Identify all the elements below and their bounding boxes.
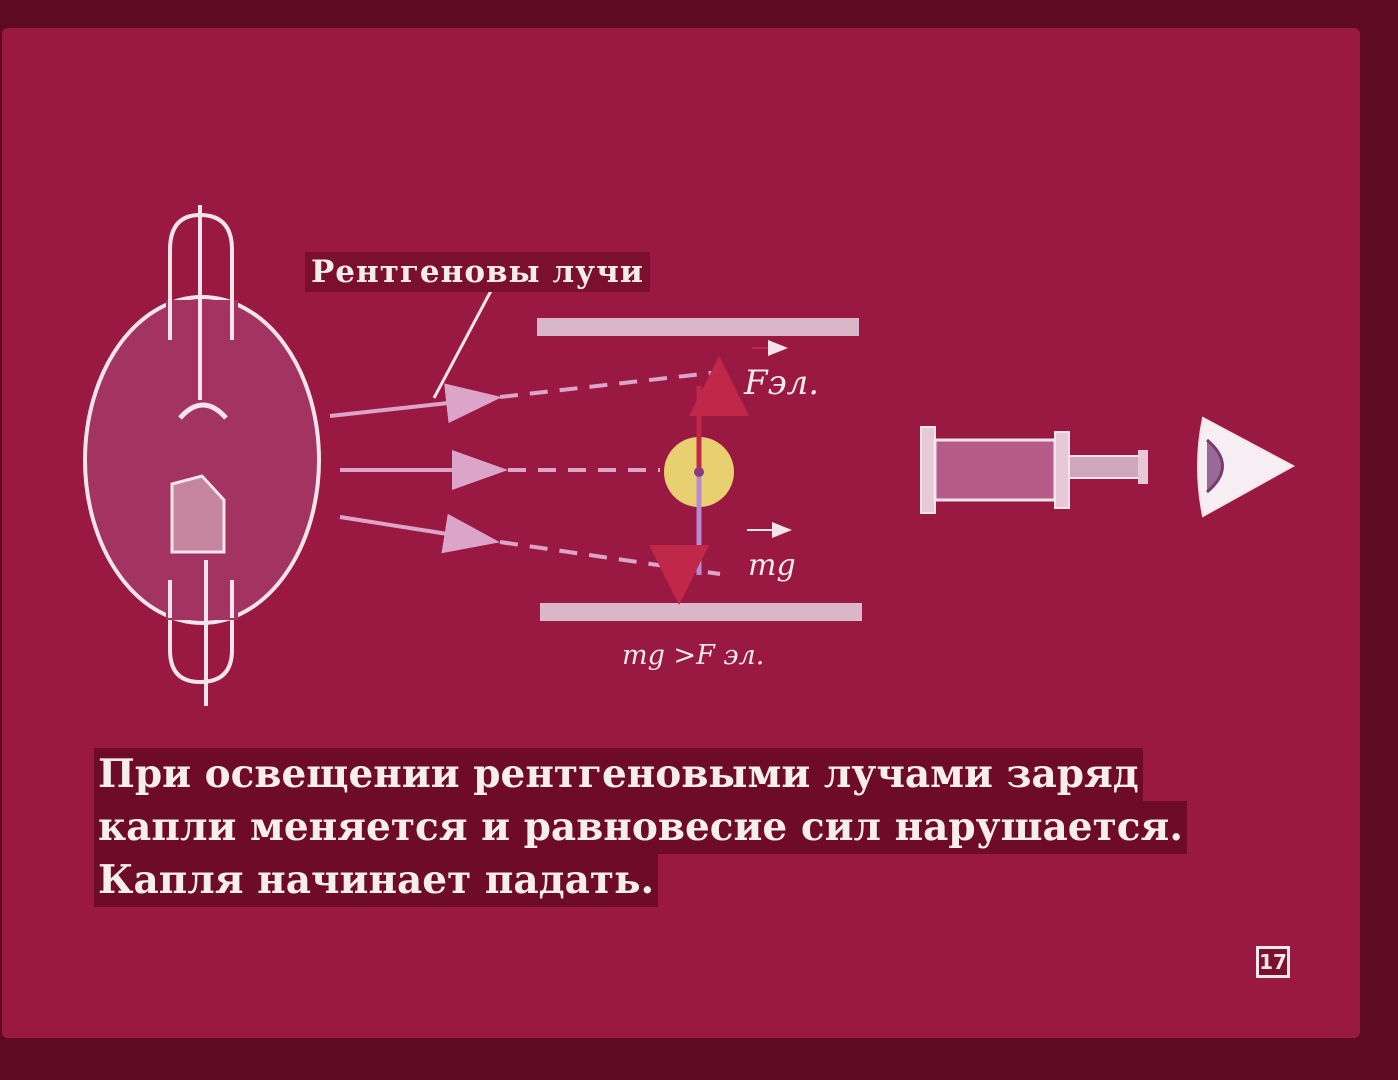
eye-icon (1197, 416, 1296, 518)
gravity-label: mg (748, 548, 796, 583)
xray-beams (329, 370, 721, 576)
lower-plate (540, 603, 862, 621)
xray-label: Рентгеновы лучи (305, 252, 650, 292)
caption-line-3: Капля начинает падать. (94, 854, 659, 907)
caption-line-1: При освещении рентгеновыми лучами заряд (94, 748, 1143, 801)
electric-force-label: Fэл. (744, 363, 820, 403)
caption-text: При освещении рентгеновыми лучами заряд … (94, 748, 1264, 907)
label-pointer (432, 286, 495, 399)
microscope (920, 426, 1148, 514)
xray-tube (83, 205, 321, 706)
upper-plate (537, 318, 859, 336)
caption-line-2: капли меняется и равновесие сил нарушает… (94, 801, 1187, 854)
slide-number-badge: 17 (1256, 946, 1290, 978)
inequality-label: mg >F эл. (622, 640, 765, 671)
